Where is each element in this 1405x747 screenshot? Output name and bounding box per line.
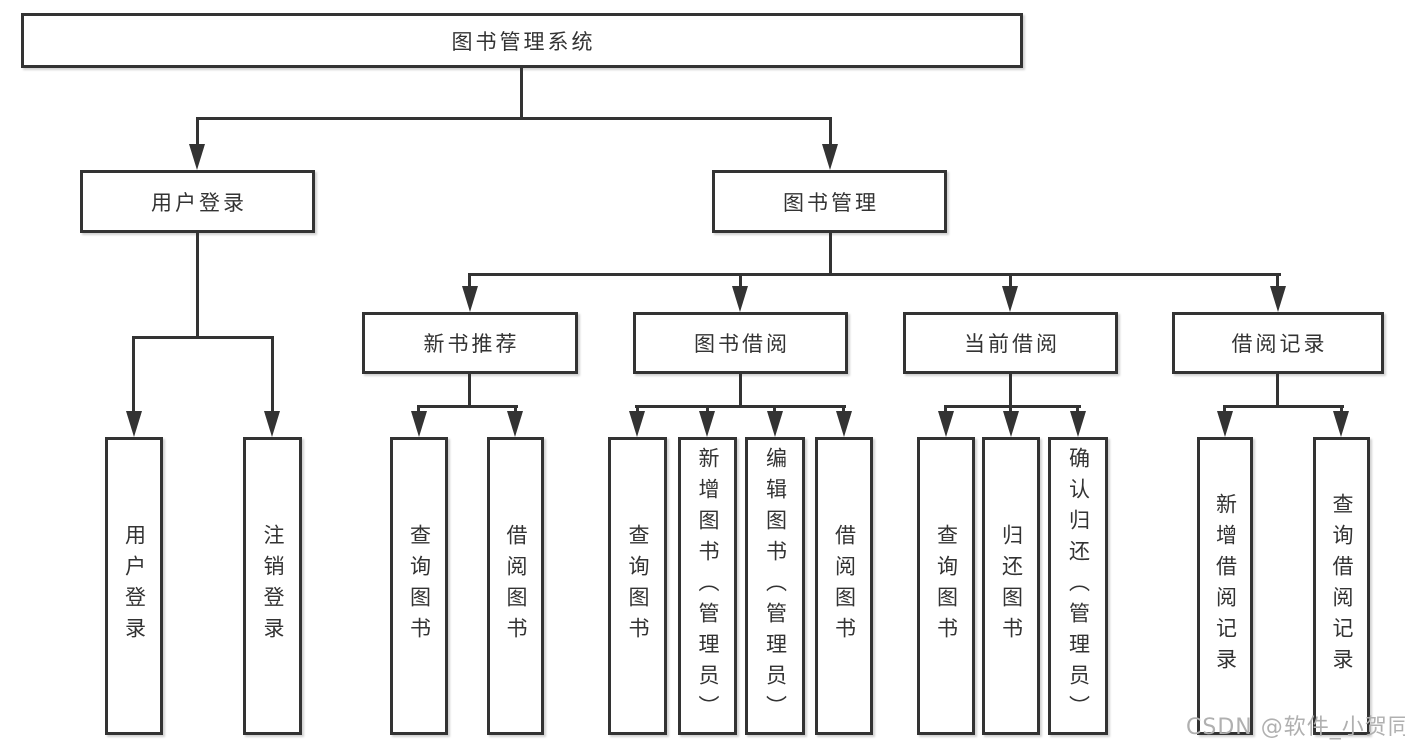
edge-current-borrow-rail [944, 405, 1081, 408]
node-root-label: 图书管理系统 [451, 29, 596, 54]
edge-stub [1340, 405, 1343, 414]
leaf-edit-books-admin-label: 编辑图书（管理员） [763, 446, 788, 726]
node-book-management-label: 图书管理 [783, 190, 879, 215]
node-book-management: 图书管理 [712, 170, 947, 233]
leaf-borrow-books-borrow-label: 借阅图书 [832, 524, 857, 648]
arrow-to-borrow-record [1270, 286, 1286, 312]
node-borrow-record: 借阅记录 [1172, 312, 1384, 374]
edge-stub [514, 405, 517, 414]
edge-level3-rail [468, 273, 1281, 276]
arrow-to-leaf-user-login [126, 411, 142, 437]
arrow-to-book-management [822, 144, 838, 170]
edge-new-book-stem [468, 374, 471, 408]
node-current-borrow: 当前借阅 [903, 312, 1118, 374]
edge-stub [1009, 405, 1012, 414]
arrow-to-leaf-logout [264, 411, 280, 437]
edge-book-management-stem [829, 233, 832, 276]
node-user-login-label: 用户登录 [151, 190, 247, 215]
edge-to-book-borrow-stem [739, 273, 742, 290]
leaf-query-borrow-record-label: 查询借阅记录 [1330, 493, 1355, 679]
edge-level2-rail [196, 117, 832, 120]
edge-root-stem [520, 68, 523, 120]
leaf-return-books-label: 归还图书 [999, 524, 1024, 648]
leaf-query-books-current: 查询图书 [917, 437, 975, 735]
arrow-to-current-borrow [1002, 286, 1018, 312]
leaf-query-borrow-record: 查询借阅记录 [1313, 437, 1370, 735]
node-borrow-record-label: 借阅记录 [1231, 332, 1328, 356]
leaf-logout: 注销登录 [243, 437, 302, 735]
leaf-query-books-borrow-label: 查询图书 [626, 524, 651, 648]
node-user-login: 用户登录 [80, 170, 315, 233]
edge-borrow-record-stem2 [1276, 374, 1279, 408]
edge-to-current-borrow-stem [1009, 273, 1012, 290]
arrow-to-leaf-return-books [1003, 411, 1019, 437]
edge-stub [636, 405, 639, 414]
node-book-borrow: 图书借阅 [633, 312, 848, 374]
node-root: 图书管理系统 [21, 13, 1023, 68]
leaf-borrow-books-recommend: 借阅图书 [487, 437, 544, 735]
node-new-book-recommend-label: 新书推荐 [423, 332, 520, 356]
edge-stub [417, 405, 420, 414]
node-new-book-recommend: 新书推荐 [362, 312, 578, 374]
edge-stub [1076, 405, 1079, 414]
edge-to-leaf-user-login-stem [132, 336, 135, 416]
edge-borrow-record-rail [1223, 405, 1344, 408]
arrow-to-leaf-query-borrow-record [1333, 411, 1349, 437]
leaf-add-borrow-record-label: 新增借阅记录 [1213, 493, 1238, 679]
leaf-query-books-recommend-label: 查询图书 [407, 524, 432, 648]
arrow-to-leaf-edit-books-admin [767, 411, 783, 437]
edge-new-book-rail [417, 405, 518, 408]
leaf-query-books-current-label: 查询图书 [934, 524, 959, 648]
edge-stub [706, 405, 709, 414]
leaf-add-books-admin-label: 新增图书（管理员） [696, 446, 721, 726]
arrow-to-book-borrow [732, 286, 748, 312]
edge-current-borrow-stem2 [1009, 374, 1012, 408]
leaf-logout-label: 注销登录 [261, 524, 286, 648]
leaf-query-books-borrow: 查询图书 [608, 437, 667, 735]
node-current-borrow-label: 当前借阅 [964, 332, 1060, 356]
leaf-edit-books-admin: 编辑图书（管理员） [745, 437, 805, 735]
leaf-confirm-return-admin: 确认归还（管理员） [1048, 437, 1108, 735]
leaf-add-borrow-record: 新增借阅记录 [1197, 437, 1253, 735]
arrow-to-leaf-query-books-current [938, 411, 954, 437]
edge-to-new-book-stem [468, 273, 471, 290]
watermark: CSDN @软件_小贺同学 [1186, 715, 1405, 740]
leaf-add-books-admin: 新增图书（管理员） [678, 437, 737, 735]
arrow-to-leaf-query-books-borrow [629, 411, 645, 437]
edge-book-borrow-stem2 [739, 374, 742, 408]
node-book-borrow-label: 图书借阅 [694, 332, 790, 356]
edge-book-borrow-rail [635, 405, 846, 408]
edge-to-user-login-stem [196, 117, 199, 148]
leaf-user-login: 用户登录 [105, 437, 163, 735]
edge-stub [944, 405, 947, 414]
arrow-to-leaf-confirm-return-admin [1070, 411, 1086, 437]
leaf-borrow-books-recommend-label: 借阅图书 [504, 524, 529, 648]
edge-to-leaf-logout-stem [271, 336, 274, 416]
edge-stub [773, 405, 776, 414]
arrow-to-leaf-borrow-books-recommend [507, 411, 523, 437]
arrow-to-user-login [189, 144, 205, 170]
leaf-borrow-books-borrow: 借阅图书 [815, 437, 873, 735]
leaf-user-login-label: 用户登录 [122, 524, 147, 648]
edge-stub [842, 405, 845, 414]
edge-user-login-stem [196, 233, 199, 339]
arrow-to-leaf-query-books-recommend [411, 411, 427, 437]
arrow-to-leaf-add-books-admin [699, 411, 715, 437]
edge-to-borrow-record-stem [1276, 273, 1279, 290]
edge-user-login-rail [132, 336, 274, 339]
leaf-return-books: 归还图书 [982, 437, 1040, 735]
edge-to-book-management-stem [829, 117, 832, 148]
arrow-to-leaf-add-borrow-record [1217, 411, 1233, 437]
edge-stub [1223, 405, 1226, 414]
leaf-confirm-return-admin-label: 确认归还（管理员） [1066, 446, 1091, 726]
arrow-to-leaf-borrow-books-borrow [836, 411, 852, 437]
arrow-to-new-book [462, 286, 478, 312]
leaf-query-books-recommend: 查询图书 [390, 437, 448, 735]
